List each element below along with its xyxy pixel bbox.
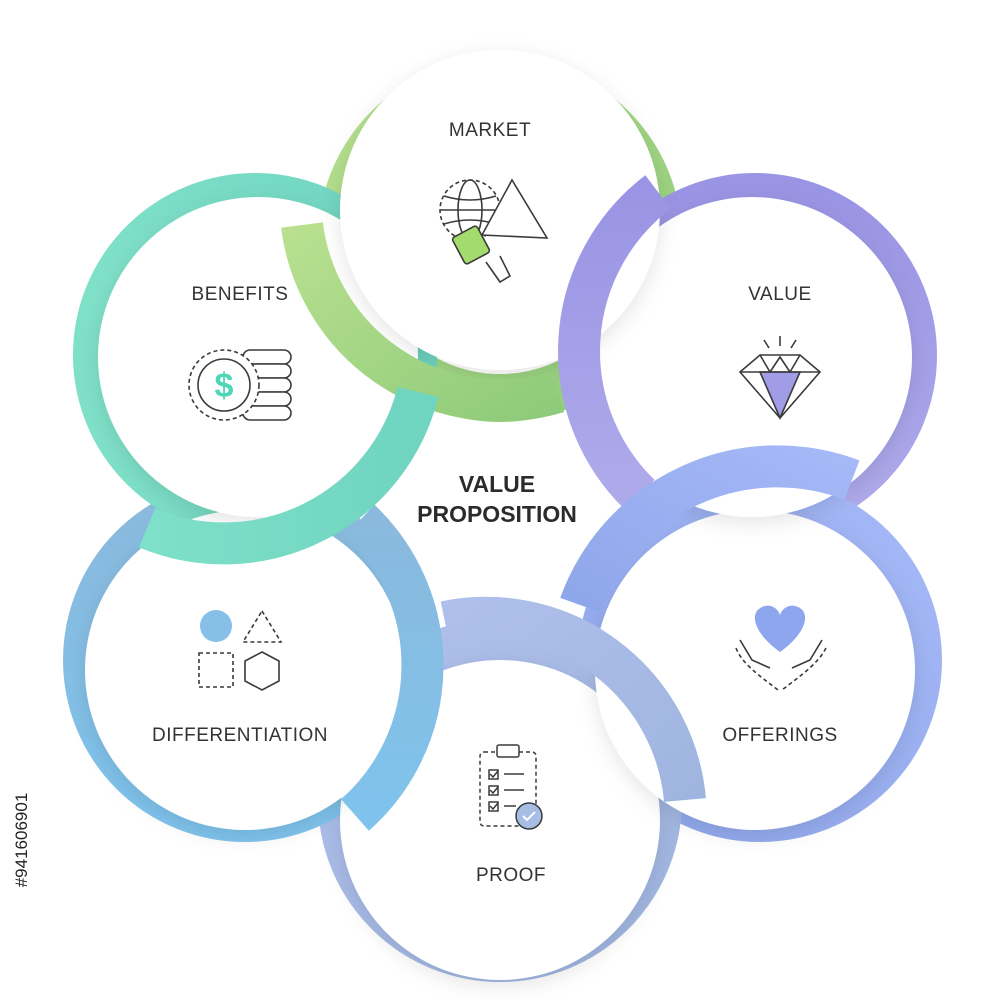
segment-label-offerings: OFFERINGS [722, 725, 838, 746]
shapes-icon [198, 609, 283, 691]
ring-arc-proof [440, 596, 706, 803]
segment-label-market: MARKET [448, 120, 532, 141]
megaphone-globe-icon [439, 178, 549, 284]
ring-arc-benefits [138, 386, 439, 565]
diamond-icon [738, 336, 822, 421]
center-title-line-1: VALUE [458, 471, 536, 497]
stock-id-watermark: #941606901 [12, 792, 31, 888]
ring-arc-offerings [560, 445, 860, 613]
heart-hands-icon [735, 605, 827, 691]
center-title: VALUE PROPOSITION [417, 469, 577, 529]
checklist-clipboard-icon [479, 744, 543, 830]
segment-label-value: VALUE [748, 284, 812, 305]
segment-label-differentiation: DIFFERENTIATION [151, 725, 329, 746]
ring-arc-differentiation [340, 504, 444, 831]
ring-arc-value [558, 175, 671, 511]
disc-value [592, 197, 912, 517]
ring-overlap-group [138, 175, 860, 831]
dollar-coins-icon: $ [188, 349, 292, 421]
center-title-line-2: PROPOSITION [417, 501, 577, 527]
segment-label-proof: PROOF [475, 865, 547, 886]
segment-label-benefits: BENEFITS [191, 284, 289, 305]
svg-text:$: $ [215, 367, 234, 405]
ring-arc-market [281, 222, 565, 422]
